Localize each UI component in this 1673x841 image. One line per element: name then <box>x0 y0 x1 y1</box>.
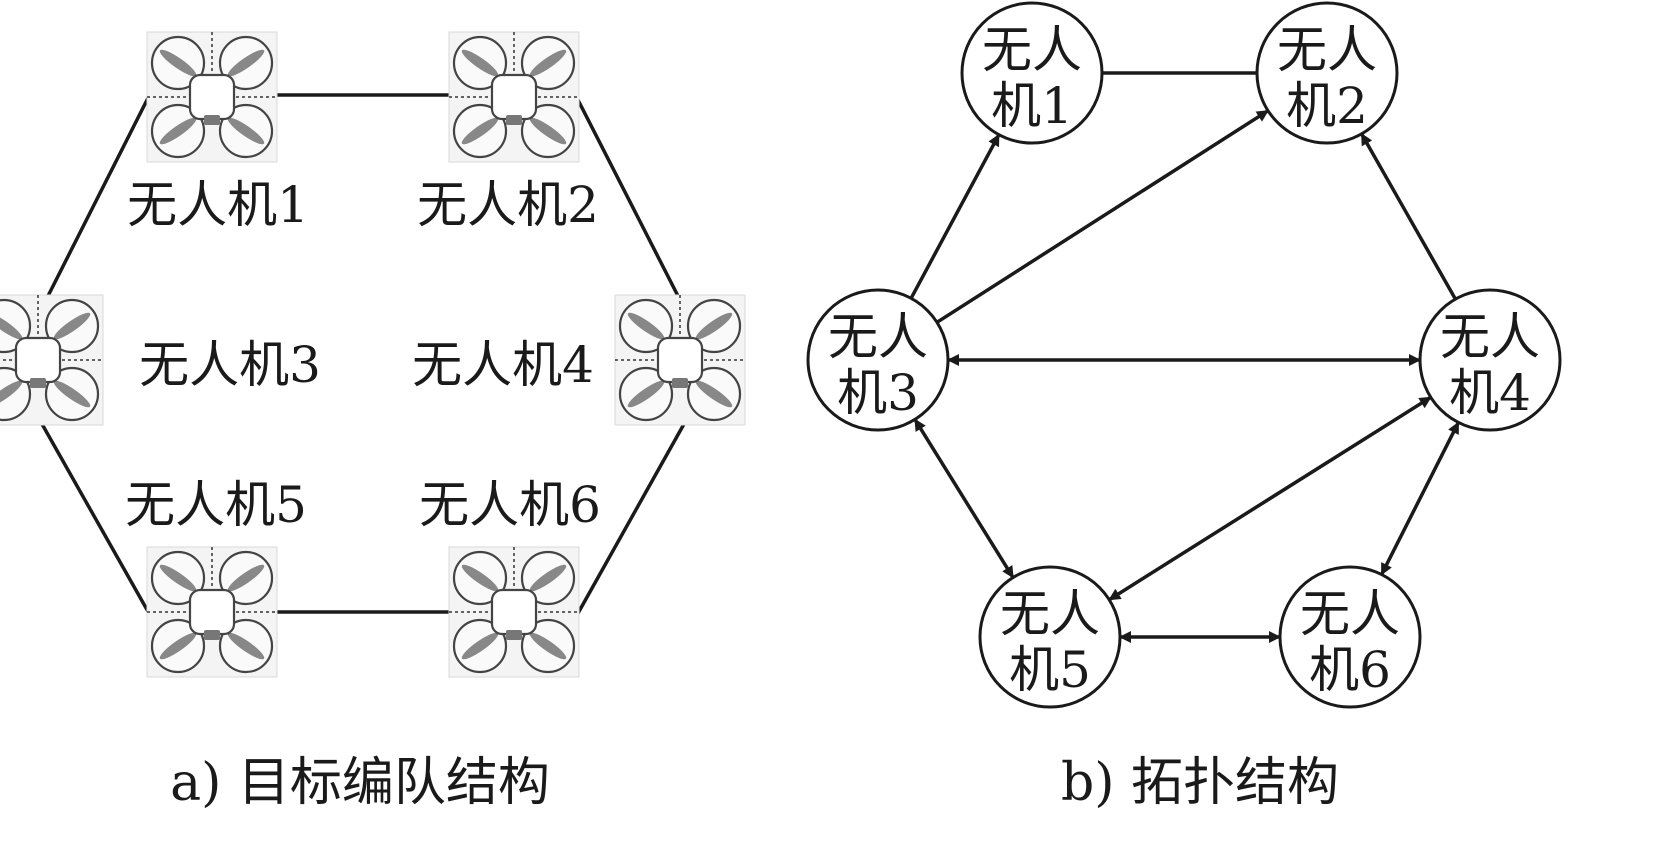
topology-node-label-line2: 机1 <box>991 77 1073 135</box>
uav4-label: 无人机4 <box>412 336 594 394</box>
topology-edge-n4-n6 <box>1380 421 1460 576</box>
uav1-drone-icon <box>145 30 279 164</box>
uav6-drone-icon <box>447 545 581 679</box>
topology-node-label-line2: 机6 <box>1309 641 1391 699</box>
topology-node-circle <box>978 565 1122 709</box>
topology-node-label-line1: 无人 <box>1300 585 1400 643</box>
topology-node-label-line1: 无人 <box>1000 585 1100 643</box>
topology-node-n4: 无人机4 <box>1418 288 1562 432</box>
formation-caption: a) 目标编队结构 <box>170 753 550 813</box>
topology-node-label-line1: 无人 <box>1440 308 1540 366</box>
formation-link-4-6 <box>575 423 686 616</box>
formation-link-3-5 <box>40 423 152 616</box>
topology-node-label-line1: 无人 <box>982 21 1082 79</box>
uav5-label: 无人机5 <box>125 476 307 534</box>
topology-node-label-line2: 机2 <box>1286 77 1368 135</box>
uav5-drone-icon <box>145 545 279 679</box>
formation-link-2-4 <box>575 97 680 297</box>
topology-edge-n3-n1 <box>909 133 1001 300</box>
topology-node-n5: 无人机5 <box>978 565 1122 709</box>
topology-node-circle <box>960 1 1104 145</box>
topology-node-label-line1: 无人 <box>828 308 928 366</box>
topology-node-circle <box>1278 565 1422 709</box>
formation-links <box>40 93 686 616</box>
topology-node-label-line2: 机3 <box>837 364 919 422</box>
topology-edge-n3-n5 <box>913 418 1015 579</box>
uav3-drone-icon <box>0 293 105 427</box>
topology-node-circle <box>806 288 950 432</box>
topology-node-n1: 无人机1 <box>960 1 1104 145</box>
topology-edge-n3-n2 <box>936 109 1269 324</box>
topology-edges <box>909 71 1460 643</box>
uav1-label: 无人机1 <box>127 176 309 234</box>
topology-node-circle <box>1255 1 1399 145</box>
uav4-drone-icon <box>613 293 747 427</box>
formation-panel: 无人机1 无人机2 无人机3 无人机4 无人机5 无人机6 a) 目标编队结构 <box>0 30 747 813</box>
topology-caption: b) 拓扑结构 <box>1061 753 1339 813</box>
uav2-label: 无人机2 <box>417 176 599 234</box>
topology-edge-n4-n5 <box>1108 395 1432 602</box>
topology-node-n3: 无人机3 <box>806 288 950 432</box>
topology-node-label-line2: 机4 <box>1449 364 1531 422</box>
uav3-label: 无人机3 <box>139 336 321 394</box>
uav6-label: 无人机6 <box>419 476 601 534</box>
topology-node-n2: 无人机2 <box>1255 1 1399 145</box>
formation-link-1-3 <box>46 97 150 297</box>
topology-node-circle <box>1418 288 1562 432</box>
topology-node-label-line1: 无人 <box>1277 21 1377 79</box>
topology-edge-n4-n2 <box>1360 132 1457 300</box>
uav2-drone-icon <box>447 30 581 164</box>
topology-node-n6: 无人机6 <box>1278 565 1422 709</box>
topology-node-label-line2: 机5 <box>1009 641 1091 699</box>
